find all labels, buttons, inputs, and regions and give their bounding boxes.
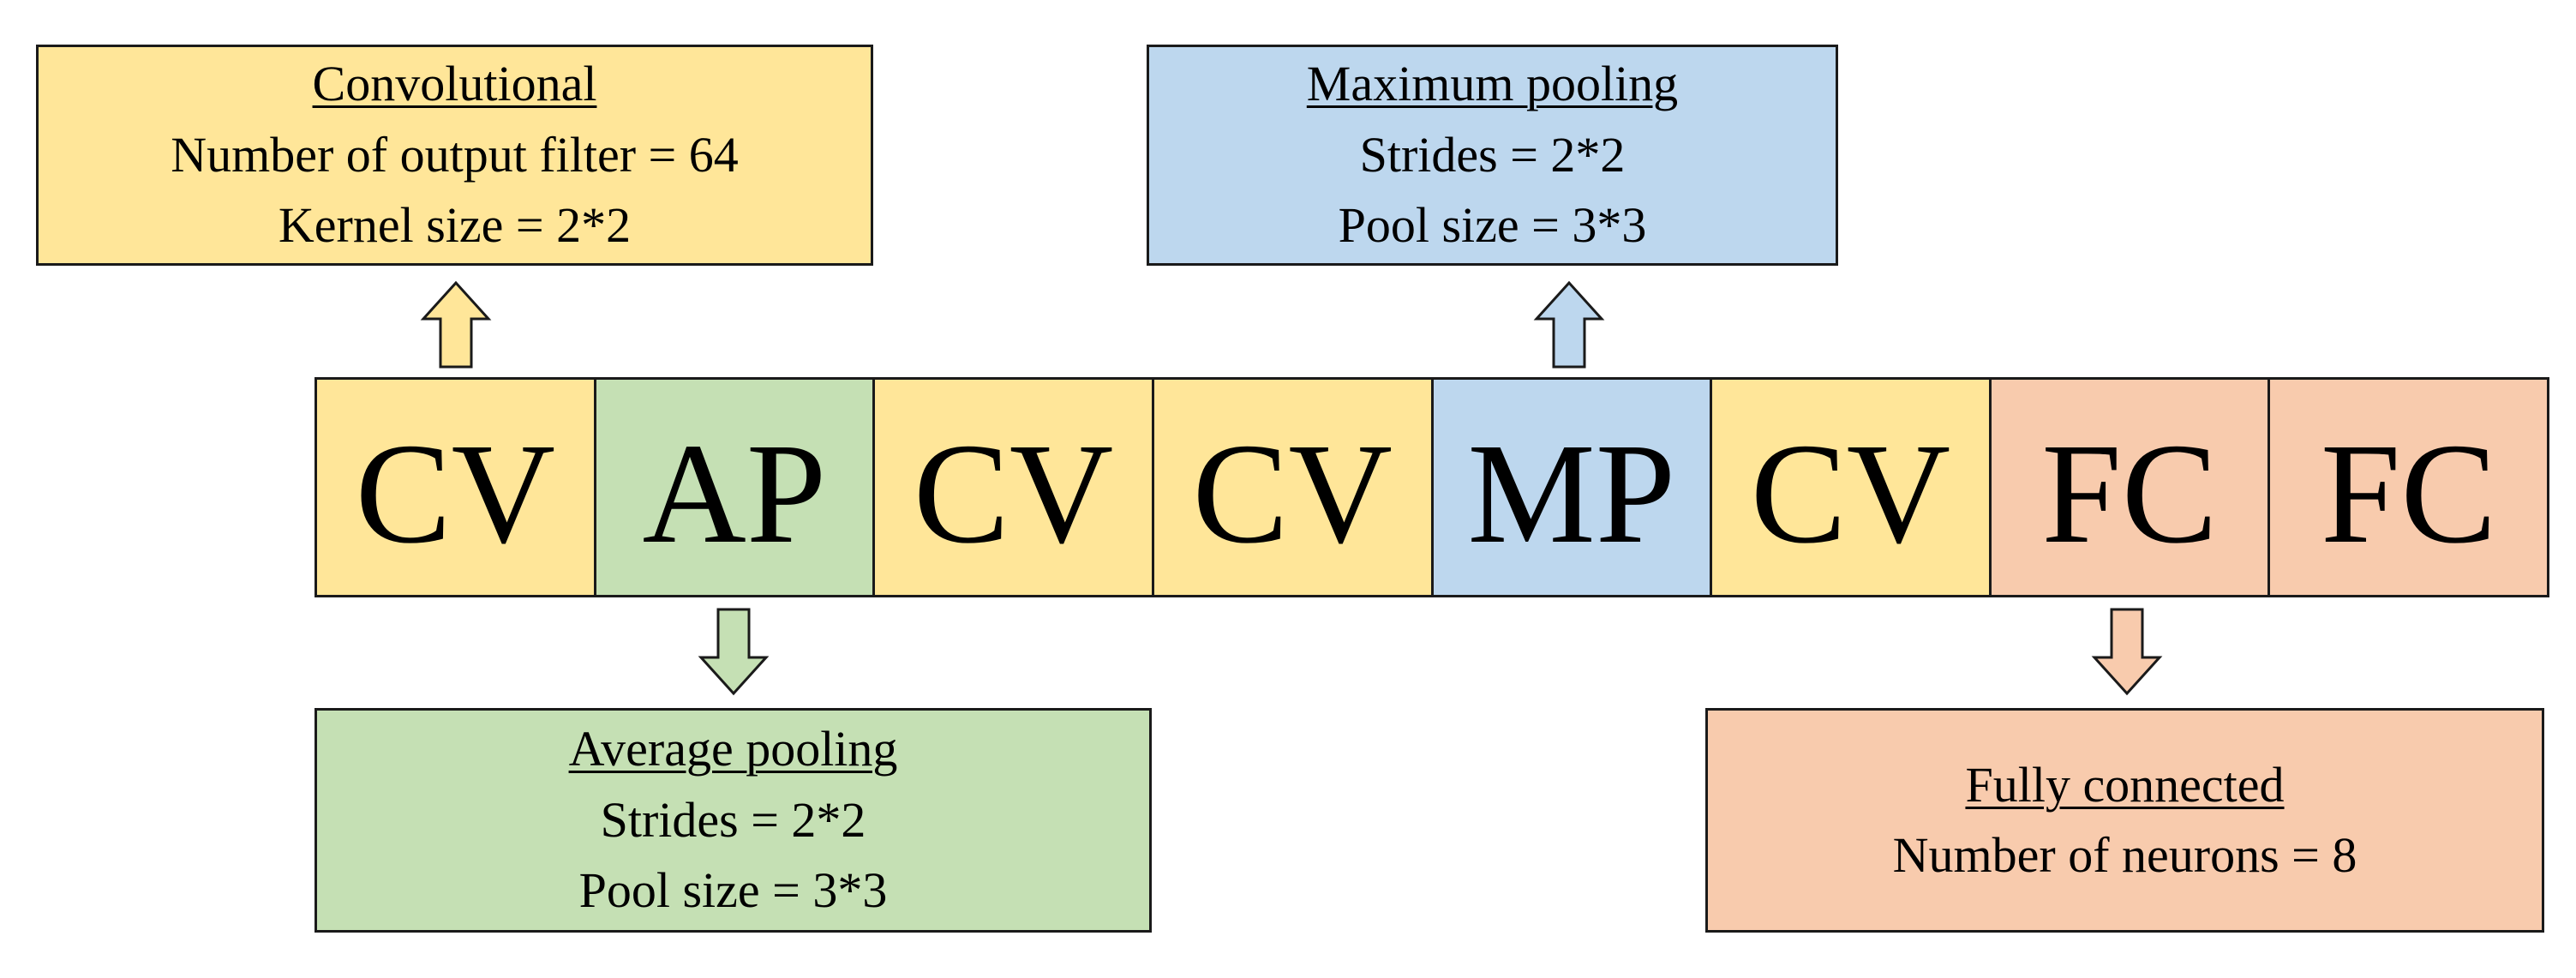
layer-fc-2: FC [2270,380,2547,595]
fully-connected-title: Fully connected [1965,756,2285,813]
average-pooling-strides-line: Strides = 2*2 [600,791,866,848]
maximum-pooling-up-arrow-icon [1533,280,1605,369]
layer-cv-2: CV [875,380,1154,595]
layer-sequence: CV AP CV CV MP CV FC FC [315,377,2549,597]
convolutional-filters-line: Number of output filter = 64 [171,126,739,183]
convolutional-title: Convolutional [312,56,597,112]
layer-cv-3: CV [1153,380,1434,595]
average-pooling-poolsize-line: Pool size = 3*3 [578,862,888,919]
fully-connected-neurons-line: Number of neurons = 8 [1892,827,2357,883]
average-pooling-info-box: Average pooling Strides = 2*2 Pool size … [315,708,1152,933]
layer-fc-1: FC [1991,380,2271,595]
convolutional-up-arrow-icon [420,280,492,369]
maximum-pooling-info-box: Maximum pooling Strides = 2*2 Pool size … [1147,45,1838,266]
fully-connected-down-arrow-icon [2091,608,2163,696]
maximum-pooling-poolsize-line: Pool size = 3*3 [1338,197,1647,254]
average-pooling-down-arrow-icon [698,608,770,696]
average-pooling-title: Average pooling [568,721,898,777]
layer-mp-1: MP [1433,380,1713,595]
layer-cv-1: CV [317,380,596,595]
fully-connected-info-box: Fully connected Number of neurons = 8 [1705,708,2544,933]
layer-cv-4: CV [1712,380,1992,595]
convolutional-kernel-line: Kernel size = 2*2 [278,197,632,254]
maximum-pooling-strides-line: Strides = 2*2 [1359,126,1626,183]
convolutional-info-box: Convolutional Number of output filter = … [36,45,873,266]
layer-ap-1: AP [596,380,876,595]
maximum-pooling-title: Maximum pooling [1306,56,1679,112]
